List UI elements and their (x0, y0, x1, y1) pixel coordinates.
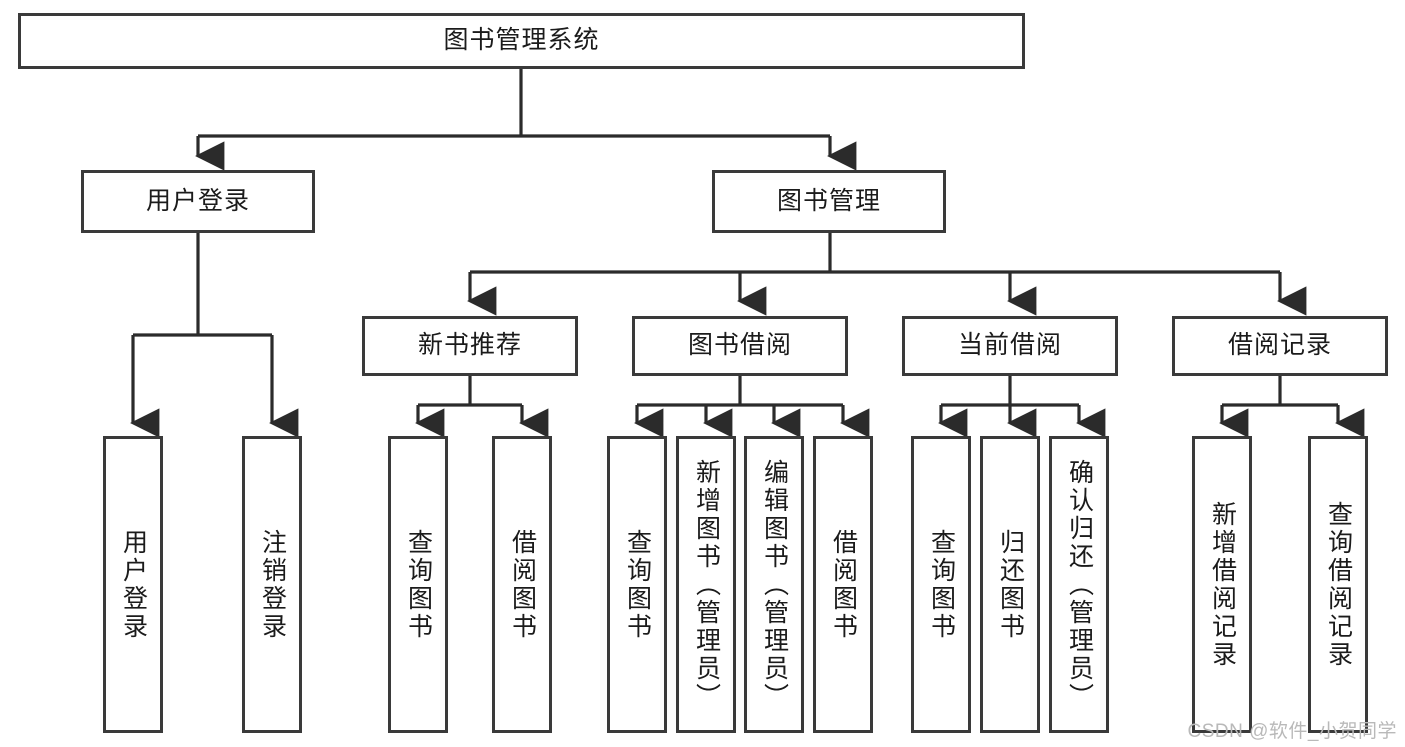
leaf-label: 新增图书（管理员） (692, 458, 721, 711)
leaf-book-borrow-3[interactable]: 借阅图书 (813, 436, 873, 733)
leaf-book-borrow-2[interactable]: 编辑图书（管理员） (744, 436, 804, 733)
leaf-label: 归还图书 (996, 528, 1025, 641)
leaf-book-borrow-0[interactable]: 查询图书 (607, 436, 667, 733)
leaf-current-borrow-0[interactable]: 查询图书 (911, 436, 971, 733)
node-book-borrow-label: 图书借阅 (687, 331, 792, 360)
node-user-login[interactable]: 用户登录 (81, 170, 315, 233)
leaf-user-login-0[interactable]: 用户登录 (103, 436, 163, 733)
leaf-user-login-1[interactable]: 注销登录 (242, 436, 302, 733)
leaf-new-book-0[interactable]: 查询图书 (388, 436, 448, 733)
leaf-borrow-record-0[interactable]: 新增借阅记录 (1192, 436, 1252, 733)
node-new-book-recommend-label: 新书推荐 (417, 331, 522, 360)
node-borrow-record-label: 借阅记录 (1227, 331, 1332, 360)
leaf-label: 查询借阅记录 (1324, 500, 1353, 669)
node-borrow-record[interactable]: 借阅记录 (1172, 316, 1388, 376)
leaf-label: 查询图书 (927, 528, 956, 641)
leaf-book-borrow-1[interactable]: 新增图书（管理员） (676, 436, 736, 733)
leaf-label: 新增借阅记录 (1208, 500, 1237, 669)
node-user-login-label: 用户登录 (145, 186, 250, 215)
watermark: CSDN @软件_小贺同学 (1187, 721, 1397, 742)
node-book-borrow[interactable]: 图书借阅 (632, 316, 848, 376)
node-root[interactable]: 图书管理系统 (18, 13, 1025, 69)
leaf-label: 借阅图书 (508, 528, 537, 641)
node-current-borrow-label: 当前借阅 (957, 331, 1062, 360)
leaf-label: 注销登录 (258, 528, 287, 641)
node-current-borrow[interactable]: 当前借阅 (902, 316, 1118, 376)
node-book-management[interactable]: 图书管理 (712, 170, 946, 233)
leaf-label: 编辑图书（管理员） (760, 458, 789, 711)
node-root-label: 图书管理系统 (443, 26, 600, 55)
leaf-current-borrow-1[interactable]: 归还图书 (980, 436, 1040, 733)
node-new-book-recommend[interactable]: 新书推荐 (362, 316, 578, 376)
leaf-label: 用户登录 (119, 528, 148, 641)
leaf-label: 借阅图书 (829, 528, 858, 641)
leaf-label: 查询图书 (623, 528, 652, 641)
leaf-borrow-record-1[interactable]: 查询借阅记录 (1308, 436, 1368, 733)
leaf-label: 确认归还（管理员） (1065, 458, 1094, 711)
node-book-management-label: 图书管理 (776, 186, 881, 215)
leaf-new-book-1[interactable]: 借阅图书 (492, 436, 552, 733)
leaf-label: 查询图书 (404, 528, 433, 641)
leaf-current-borrow-2[interactable]: 确认归还（管理员） (1049, 436, 1109, 733)
